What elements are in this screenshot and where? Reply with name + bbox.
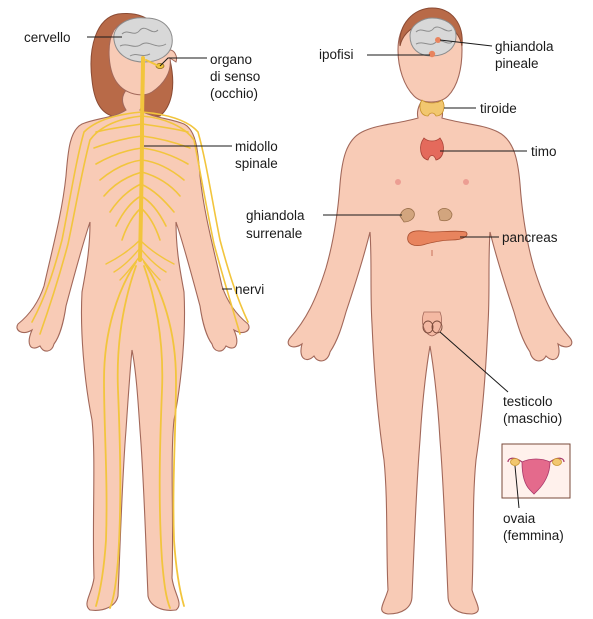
label-nervi: nervi (235, 282, 264, 297)
ovary-left (511, 459, 520, 466)
label-pineale-line2: pineale (495, 56, 539, 71)
label-organo-line2: di senso (210, 69, 260, 84)
label-organo-line3: (occhio) (210, 86, 258, 101)
label-cervello: cervello (24, 30, 71, 45)
label-ovaia-line1: ovaia (503, 511, 536, 526)
pituitary-gland (429, 51, 435, 57)
label-midollo-line2: spinale (235, 156, 278, 171)
label-testicolo-line2: (maschio) (503, 411, 562, 426)
label-pancreas: pancreas (502, 230, 558, 245)
label-timo: timo (531, 144, 557, 159)
label-tiroide: tiroide (480, 101, 517, 116)
label-surrenale-line1: ghiandola (246, 208, 305, 223)
female-body (17, 88, 249, 610)
male-nipple-left (395, 179, 401, 185)
ovary-right (553, 459, 562, 466)
label-ovaia-line2: (femmina) (503, 528, 564, 543)
label-ipofisi: ipofisi (319, 47, 354, 62)
label-pineale-line1: ghiandola (495, 39, 554, 54)
label-surrenale-line2: surrenale (246, 226, 302, 241)
male-nipple-right (463, 179, 469, 185)
label-testicolo-line1: testicolo (503, 394, 553, 409)
adrenal-gland-right (438, 208, 452, 220)
label-organo-line1: organo (210, 52, 252, 67)
ovary-inset (502, 444, 570, 498)
label-midollo-line1: midollo (235, 139, 278, 154)
male-brain (410, 18, 456, 56)
female-figure (17, 13, 249, 610)
